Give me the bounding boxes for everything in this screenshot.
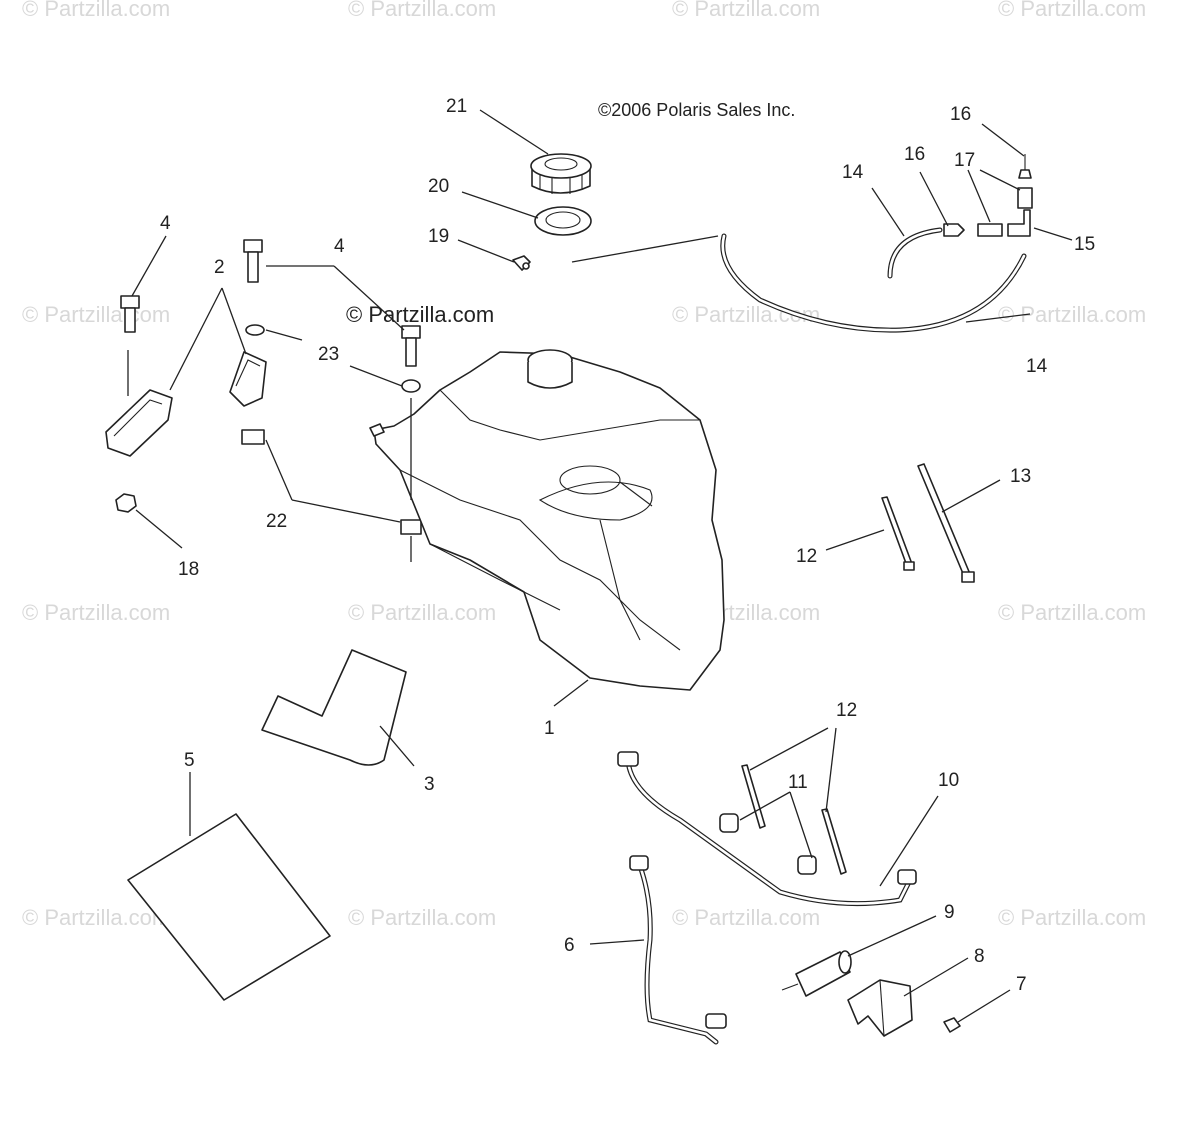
callouts: 21 16 16 17 14 14 15 20 19 4 4 2 23 22 1… — [160, 96, 1095, 995]
callout-16-top: 16 — [950, 104, 971, 125]
watermark: © Partzilla.com — [998, 600, 1146, 625]
nut-18 — [115, 493, 137, 513]
bolt-center — [243, 239, 263, 283]
callout-1: 1 — [544, 718, 555, 739]
callout-9: 9 — [944, 902, 955, 923]
cable-tie-12-lower-b — [821, 808, 847, 875]
callout-3: 3 — [424, 774, 435, 795]
hose-clip — [512, 255, 531, 271]
washer-23 — [245, 324, 265, 336]
fuel-tank — [369, 349, 725, 691]
callout-20: 20 — [428, 176, 449, 197]
watermark: © Partzilla.com — [348, 600, 496, 625]
watermark: © Partzilla.com — [22, 0, 170, 21]
mounting-bracket-right — [229, 351, 267, 407]
watermark: © Partzilla.com — [348, 905, 496, 930]
cable-tie-13 — [917, 463, 975, 583]
callout-14-lower: 14 — [1026, 356, 1048, 377]
callout-10: 10 — [938, 770, 959, 791]
callout-2: 2 — [214, 257, 225, 278]
watermark: © Partzilla.com — [672, 905, 820, 930]
brand-label: © Partzilla.com — [346, 302, 494, 327]
watermarks: © Partzilla.com © Partzilla.com © Partzi… — [22, 0, 1146, 930]
mounting-bracket-left — [105, 389, 173, 457]
watermark: © Partzilla.com — [672, 0, 820, 21]
vent-hose-system — [720, 154, 1033, 333]
copyright-text: ©2006 Polaris Sales Inc. — [598, 100, 795, 120]
callout-12-upper: 12 — [796, 546, 817, 567]
callout-18: 18 — [178, 559, 199, 580]
fuel-filter — [781, 950, 852, 997]
callout-6: 6 — [564, 935, 575, 956]
callout-15: 15 — [1074, 234, 1095, 255]
fuel-line-6 — [629, 855, 727, 1045]
washer-23-tank — [401, 379, 421, 393]
leader-lines — [127, 109, 1073, 1023]
callout-21: 21 — [446, 96, 467, 117]
callout-17: 17 — [954, 150, 975, 171]
heat-shield-pad — [127, 813, 331, 1001]
cap-gasket — [534, 206, 592, 236]
grommet-22-tank — [400, 519, 422, 535]
callout-16: 16 — [904, 144, 925, 165]
callout-4-left: 4 — [160, 213, 171, 234]
callout-5: 5 — [184, 750, 195, 771]
callout-12-lower: 12 — [836, 700, 857, 721]
grommet-22 — [241, 429, 265, 445]
watermark: © Partzilla.com — [22, 600, 170, 625]
fuel-line-10 — [617, 751, 917, 907]
cable-tie-12-upper — [881, 496, 915, 571]
callout-22: 22 — [266, 511, 287, 532]
watermark: © Partzilla.com — [998, 905, 1146, 930]
push-rivet — [943, 1017, 961, 1033]
watermark: © Partzilla.com — [998, 302, 1146, 327]
watermark: © Partzilla.com — [998, 0, 1146, 21]
callout-13: 13 — [1010, 466, 1031, 487]
fuel-cap — [530, 153, 592, 194]
bolt-left — [120, 295, 140, 333]
grommet-11-b — [797, 855, 817, 875]
grommet-11-a — [719, 813, 739, 833]
watermark: © Partzilla.com — [22, 905, 170, 930]
tank-pad — [261, 649, 407, 766]
cable-tie-12-lower-a — [741, 764, 766, 829]
callout-7: 7 — [1016, 974, 1027, 995]
bolt-tank — [401, 325, 421, 367]
callout-4-center: 4 — [334, 236, 345, 257]
callout-19: 19 — [428, 226, 449, 247]
callout-23: 23 — [318, 344, 339, 365]
watermark: © Partzilla.com — [348, 0, 496, 21]
callout-14-upper: 14 — [842, 162, 864, 183]
callout-11: 11 — [788, 772, 808, 793]
callout-8: 8 — [974, 946, 985, 967]
filter-bracket — [847, 979, 913, 1037]
watermark: © Partzilla.com — [22, 302, 170, 327]
